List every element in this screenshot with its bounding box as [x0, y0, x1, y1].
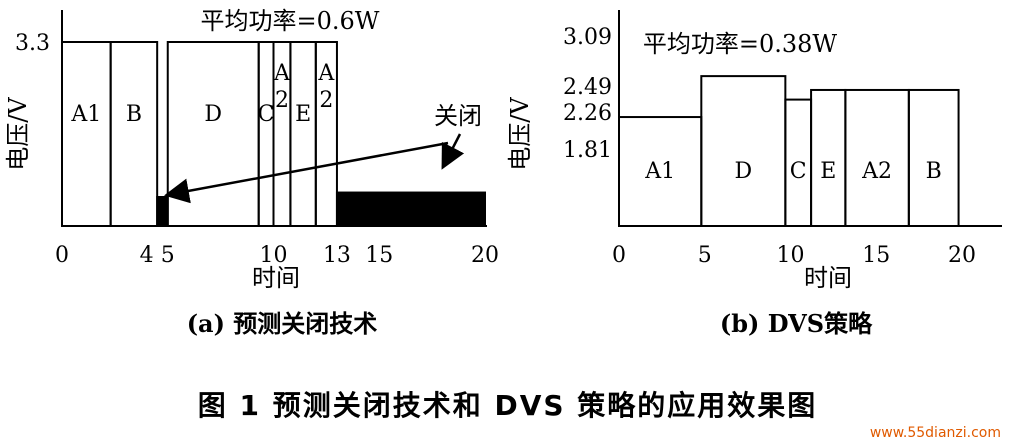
chart-a-segment-label: E: [295, 102, 311, 127]
chart-a-x-tick-label: 4: [140, 243, 154, 268]
chart-a-x-tick-label: 13: [323, 243, 351, 268]
figure-caption: 图 1 预测关闭技术和 DVS 策略的应用效果图: [197, 389, 818, 422]
chart-a-x-tick-label: 0: [55, 243, 69, 268]
chart-b-segment-label: A2: [861, 159, 892, 184]
chart-a-x-label: 时间: [252, 264, 300, 292]
chart-a-segment: [109, 41, 159, 227]
chart-b-x-tick-label: 10: [777, 243, 805, 268]
chart-a-segment: [166, 41, 260, 227]
chart-b-segment: [844, 88, 910, 227]
chart-b-segment-label: E: [820, 159, 836, 184]
chart-a-segment-label: D: [204, 102, 222, 127]
watermark: www.55dianzi.com: [869, 425, 1001, 441]
chart-a-segment-label-line: A: [317, 61, 335, 86]
chart-a-segment: [257, 41, 275, 227]
chart-a-segment: [314, 41, 338, 227]
chart-a-segment-label-line: A: [273, 61, 291, 86]
chart-b-segment: [810, 88, 847, 227]
chart-b-y-tick-label: 3.09: [563, 25, 612, 50]
chart-a-segment: [289, 41, 317, 227]
chart-a-segment-label: A1: [70, 102, 101, 127]
chart-b-y-tick-label: 1.81: [563, 138, 612, 163]
chart-b-x-label: 时间: [804, 264, 852, 292]
chart-a-segment-label-line: 2: [275, 88, 289, 113]
chart-b-title: 平均功率=0.38W: [643, 30, 838, 58]
chart-b-segment-label: A1: [644, 159, 675, 184]
chart-b-x-tick-label: 20: [948, 243, 976, 268]
chart-b-y-tick-label: 2.49: [563, 75, 612, 100]
chart-a-x-tick-label: 10: [260, 243, 288, 268]
chart-a-panel-label: (a) 预测关闭技术: [187, 309, 378, 338]
chart-b-segment: [907, 88, 960, 227]
chart-a-segment-label: B: [126, 102, 142, 127]
chart-b-x-tick-label: 0: [612, 243, 626, 268]
chart-b-x-tick-label: 15: [862, 243, 890, 268]
chart-a-segment-label: C: [258, 102, 275, 127]
chart-a-x-tick-label: 15: [365, 243, 393, 268]
chart-a-x-tick-label: 5: [161, 243, 175, 268]
chart-b-segment: [700, 75, 787, 228]
chart-a-y-label: 电压/V: [4, 97, 32, 171]
chart-b-segment-label: D: [735, 159, 753, 184]
chart-b-y-label: 电压/V: [506, 97, 534, 171]
chart-a-segment: [335, 191, 487, 227]
chart-a-annotation-label: 关闭: [434, 102, 482, 130]
chart-b-segment-label: B: [926, 159, 942, 184]
chart-a-annotation-arrow: [441, 133, 465, 170]
chart-a-x-tick-label: 20: [471, 243, 499, 268]
chart-a-y-tick-label: 3.3: [15, 31, 50, 56]
chart-a-segment: [61, 41, 112, 227]
chart-b-segment-label: C: [790, 159, 807, 184]
chart-b-y-tick-label: 2.26: [563, 101, 612, 126]
chart-a-annotation-arrow: [164, 141, 449, 204]
chart-a-segment: [156, 196, 169, 227]
chart-a-title: 平均功率=0.6W: [201, 7, 380, 35]
chart-b-panel-label: (b) DVS策略: [720, 309, 873, 338]
chart-a-segment-label-line: 2: [319, 88, 333, 113]
chart-b-x-tick-label: 5: [698, 243, 712, 268]
